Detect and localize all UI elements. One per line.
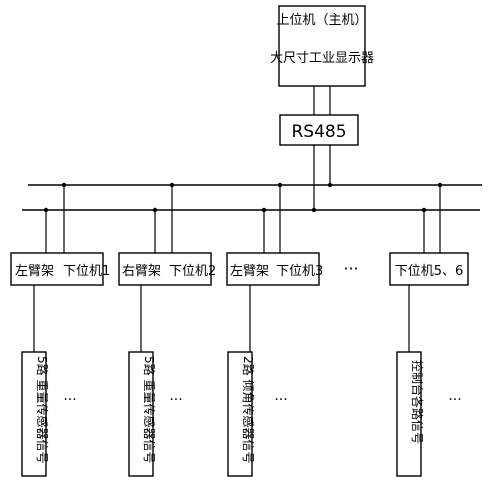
controller-right-label: 下位机3 <box>276 264 323 279</box>
controller-left-label: 左臂架 <box>230 264 269 279</box>
controller-right-label: 下位机5、6 <box>395 264 464 279</box>
controller-right-label: 下位机1 <box>63 264 110 279</box>
sensor-ellipsis: ··· <box>169 392 182 408</box>
rs485-box <box>279 114 359 146</box>
controller-4: 下位机5、6 <box>389 252 469 286</box>
sensor-label: 控制台各路信号 <box>410 360 425 444</box>
sensor-label: 2路 倾角传感器信号 <box>241 356 256 463</box>
sensor-box-2: 5路 重量传感器信号 <box>128 351 157 477</box>
sensor-box <box>227 351 253 477</box>
host-subtitle: 大尺寸工业显示器 <box>270 51 374 66</box>
controller-box <box>118 252 212 286</box>
controller-ellipsis: ··· <box>343 259 358 278</box>
sensor-box-3: 2路 倾角传感器信号 <box>227 351 256 477</box>
rs485-label: RS485 <box>291 122 346 142</box>
controller-left-label: 左臂架 <box>15 264 54 279</box>
sensor-ellipsis: ··· <box>274 392 287 408</box>
sensor-ellipsis: ··· <box>63 392 76 408</box>
controller-left-label: 右臂架 <box>122 264 161 279</box>
sensor-box-4: 控制台各路信号 <box>396 351 425 477</box>
sensor-ellipsis: ··· <box>448 392 461 408</box>
controller-box <box>389 252 469 286</box>
host-box <box>278 5 366 87</box>
bus-drops <box>45 185 441 253</box>
controller-2: 右臂架 下位机2 <box>118 252 216 286</box>
controller-box <box>10 252 104 286</box>
controller-box <box>226 252 320 286</box>
controller-right-label: 下位机2 <box>169 264 216 279</box>
bus-junctions <box>43 182 443 213</box>
sensor-box <box>21 351 47 477</box>
host-title: 上位机（主机） <box>276 13 367 28</box>
sensor-label: 5路 重量传感器信号 <box>142 356 157 463</box>
controller-1: 左臂架 下位机1 <box>10 252 110 286</box>
sensor-box <box>128 351 154 477</box>
sensor-box-1: 5路 重量传感器信号 <box>21 351 50 477</box>
junction-dot <box>327 182 333 188</box>
sensor-links <box>33 285 410 352</box>
sensor-box <box>396 351 422 477</box>
sensor-label: 5路 重量传感器信号 <box>35 356 50 463</box>
junction-dot <box>311 207 317 213</box>
controller-3: 左臂架 下位机3 <box>226 252 323 286</box>
